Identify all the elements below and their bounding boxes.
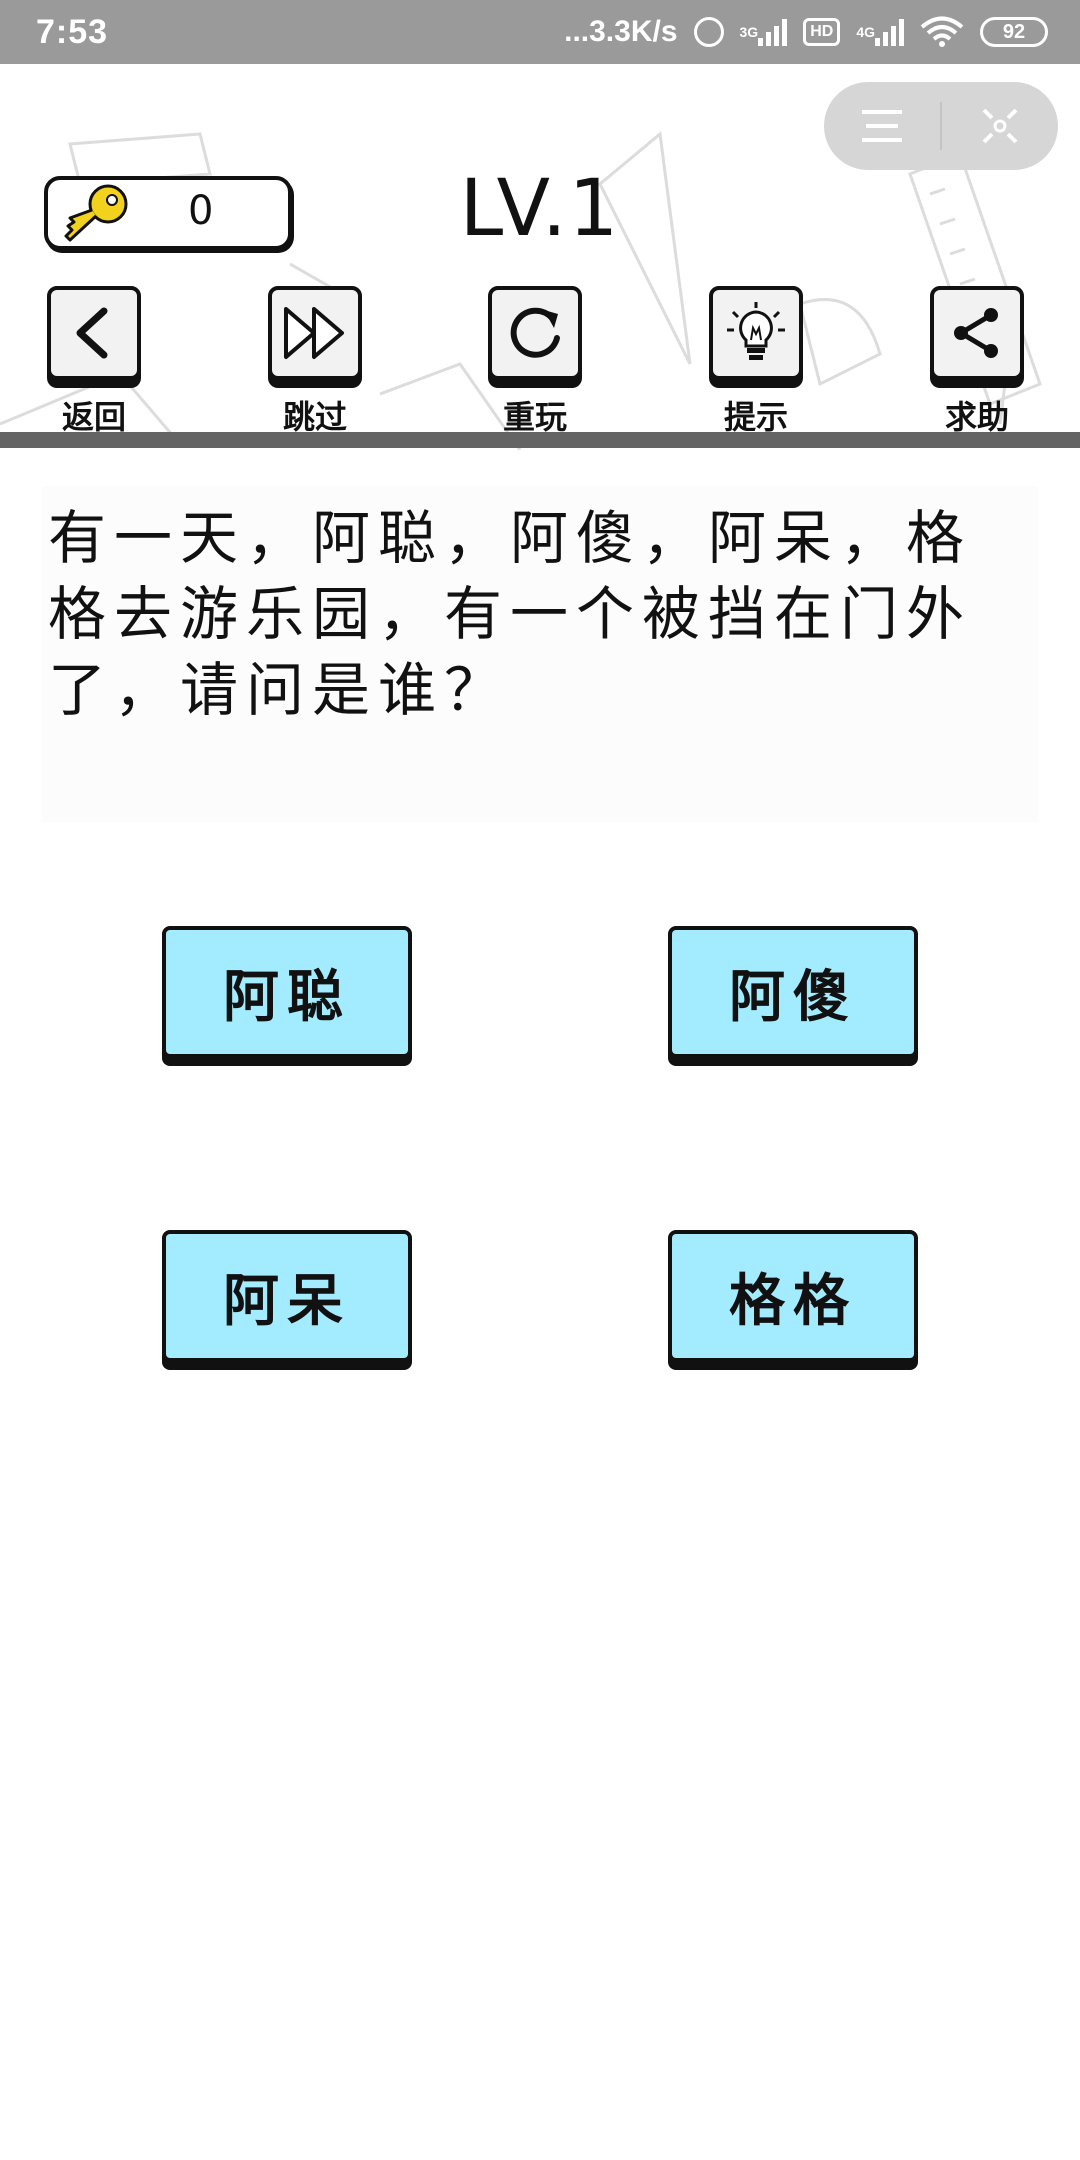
skip-button[interactable]	[268, 286, 362, 380]
skip-tool[interactable]: 跳过	[265, 286, 365, 438]
status-bar: 7:53 ...3.3K/s 3G HD 4G 92	[0, 0, 1080, 64]
back-icon	[76, 307, 108, 359]
back-tool[interactable]: 返回	[44, 286, 144, 438]
network-4g-label: 4G	[856, 24, 875, 40]
answer-button-3[interactable]: 阿呆	[162, 1230, 412, 1362]
network-3g-label: 3G	[739, 24, 759, 40]
share-icon	[954, 308, 998, 358]
replay-button[interactable]	[488, 286, 582, 380]
skip-icon	[284, 307, 344, 359]
capsule-divider	[940, 102, 942, 150]
mini-program-capsule	[824, 82, 1058, 170]
status-icons: ...3.3K/s 3G HD 4G 92	[564, 15, 1048, 49]
hint-tool[interactable]: 提示	[706, 286, 806, 438]
signal-3g-icon: 3G	[740, 18, 788, 46]
menu-icon	[862, 110, 902, 142]
game-header: 0 LV.1 返回 跳过 重玩	[0, 64, 1080, 450]
network-speed: ...3.3K/s	[564, 15, 678, 48]
key-count: 0	[188, 188, 214, 234]
hint-button[interactable]	[709, 286, 803, 380]
header-divider	[0, 432, 1080, 448]
question-text: 有一天，阿聪，阿傻，阿呆，格格去游乐园，有一个被挡在门外了，请问是谁？	[42, 486, 1038, 822]
skip-label: 跳过	[282, 398, 347, 436]
answer-button-4[interactable]: 格格	[668, 1230, 918, 1362]
replay-label: 重玩	[502, 398, 567, 436]
menu-button[interactable]	[824, 82, 940, 170]
hint-label: 提示	[723, 398, 788, 436]
help-label: 求助	[944, 398, 1009, 436]
close-button[interactable]	[942, 82, 1058, 170]
alarm-icon	[693, 17, 724, 47]
level-title: LV.1	[459, 164, 621, 254]
back-label: 返回	[61, 398, 126, 436]
status-time: 7:53	[36, 12, 109, 51]
replay-tool[interactable]: 重玩	[485, 286, 585, 438]
close-icon	[982, 108, 1018, 144]
wifi-icon	[920, 16, 964, 48]
key-icon	[64, 184, 128, 242]
lightbulb-icon	[727, 302, 785, 360]
back-button[interactable]	[47, 286, 141, 380]
signal-4g-icon: 4G	[856, 18, 904, 46]
replay-icon	[510, 307, 560, 358]
help-button[interactable]	[930, 286, 1024, 380]
help-tool[interactable]: 求助	[927, 286, 1027, 438]
hd-icon: HD	[803, 18, 841, 46]
battery-icon: 92	[980, 17, 1048, 47]
answer-button-2[interactable]: 阿傻	[668, 926, 918, 1058]
answer-button-1[interactable]: 阿聪	[162, 926, 412, 1058]
key-counter: 0	[44, 176, 292, 250]
